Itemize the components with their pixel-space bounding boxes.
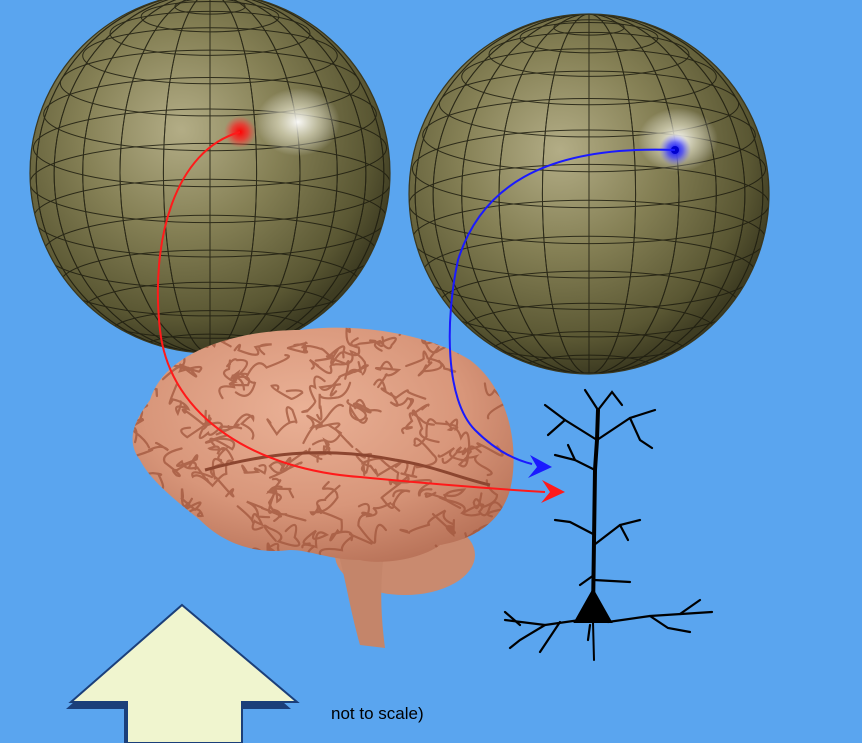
sphere-left-icon	[30, 0, 390, 367]
scale-note: not to scale)	[331, 704, 424, 724]
sphere-right-icon	[409, 14, 769, 388]
neuron-icon	[505, 390, 712, 660]
up-arrow-icon	[66, 605, 297, 743]
brain-icon	[101, 314, 531, 648]
